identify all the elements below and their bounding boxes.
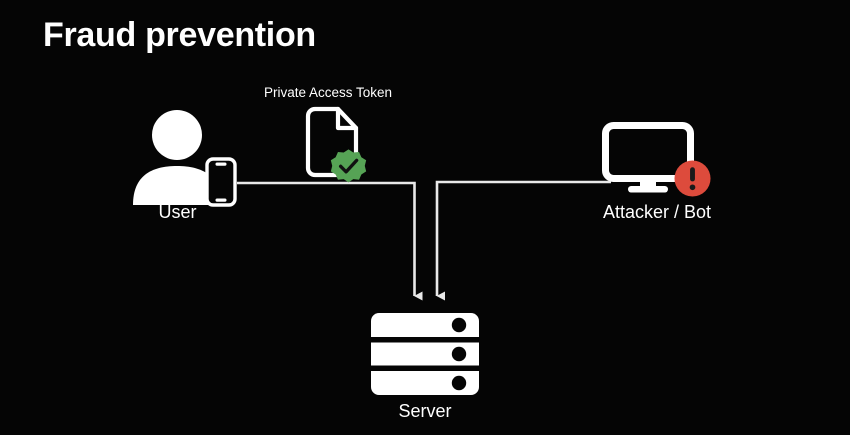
exclamation-stem-icon: [690, 167, 695, 182]
user-icon: [133, 110, 221, 205]
private-access-token-label: Private Access Token: [263, 85, 393, 100]
user-body-icon: [133, 166, 221, 205]
verified-check-badge-icon: [330, 149, 367, 183]
phone-home-indicator-icon: [215, 198, 227, 202]
page-title: Fraud prevention: [43, 16, 316, 54]
desktop-monitor-icon: [602, 122, 694, 193]
alert-exclamation-badge-icon: [674, 160, 711, 197]
attacker-bot-label: Attacker / Bot: [602, 202, 712, 222]
connector-attacker-to-server: [435, 180, 611, 301]
monitor-stand-base-icon: [628, 186, 668, 193]
monitor-stand-neck-icon: [640, 178, 656, 188]
smartphone-icon: [205, 157, 237, 207]
server-bay-top: [371, 313, 479, 337]
server-bay-middle: [371, 342, 479, 366]
check-mark-icon: [338, 158, 359, 174]
exclamation-dot-icon: [689, 184, 696, 191]
user-label: User: [158, 202, 197, 222]
user-head-icon: [152, 110, 202, 160]
connector-user-to-server: [237, 181, 423, 301]
server-label: Server: [398, 401, 452, 421]
document-fold-icon: [335, 106, 359, 131]
server-rack-icon: [371, 313, 479, 395]
phone-notch-icon: [215, 162, 227, 166]
server-bay-bottom: [371, 371, 479, 395]
